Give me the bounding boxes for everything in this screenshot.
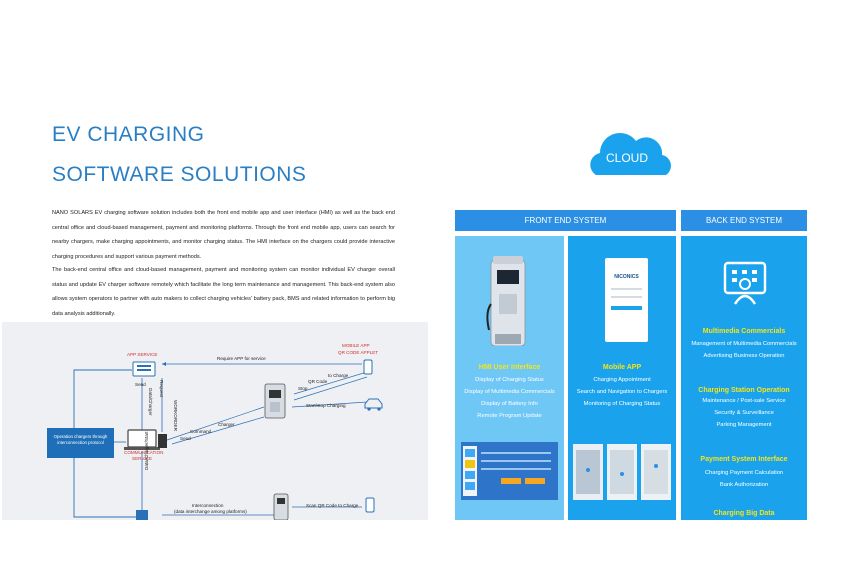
charger-label: Charger — [218, 422, 235, 427]
back-end-header: BACK END SYSTEM — [681, 210, 807, 231]
mobile-item-1: Charging Appointment — [593, 377, 651, 383]
backend-section-3-item-2: Bank Authorization — [719, 482, 769, 488]
backend-section-1-item-1: Management of Multimedia Commercials — [691, 341, 797, 347]
backend-section-2-item-1: Maintenance / Post-sale Service — [702, 398, 786, 404]
operation-box: Operation chargers through interconnecti… — [47, 428, 114, 458]
data-charger-start-label: Data/Charger/Start — [144, 431, 149, 470]
qr-code-label: QR Code — [308, 379, 328, 384]
hmi-item-2: Display of Multimedia Commercials — [464, 389, 555, 395]
command-label: Command — [190, 429, 212, 434]
backend-section-2-item-3: Parking Management — [716, 422, 772, 428]
backend-section-2-item-2: Security & Surveillance — [714, 410, 774, 416]
mobile-item-3: Monitoring of Charging Status — [583, 401, 661, 407]
hmi-item-4: Remote Program Update — [477, 413, 542, 419]
backend-section-1-title: Multimedia Commercials — [702, 328, 786, 335]
phone-brand-logo: NICONICS — [614, 274, 639, 280]
mobile-item-2: Search and Navigation to Chargers — [576, 389, 668, 395]
cloud-icon — [590, 133, 671, 175]
qr-applet-label: QR CODE APPLET — [338, 350, 379, 355]
backend-section-3-title: Payment System Interface — [700, 456, 788, 463]
require-app-label: Require APP for service — [217, 356, 266, 361]
hmi-title: HMI User Interface — [478, 364, 541, 371]
app-screens-image — [573, 444, 671, 500]
phone-screen-image: NICONICS — [605, 258, 648, 342]
interconnection-label: Interconnection — [192, 503, 224, 508]
send-label: Send — [135, 382, 146, 387]
hmi-column: HMI User Interface Display of Charging S… — [455, 236, 564, 520]
backend-paragraph: The back-end central office and cloud-ba… — [52, 267, 395, 317]
stop-label: Stop — [298, 386, 308, 391]
communication-label: COMMUNICATION — [124, 450, 164, 455]
system-diagram: APP SERVICE MOBILE APP QR CODE APPLET Re… — [2, 322, 428, 520]
charger-image — [486, 256, 526, 346]
data-charger-label: Data/Charger — [148, 388, 153, 416]
front-end-header: FRONT END SYSTEM — [455, 210, 676, 231]
backend-section-2-title: Charging Station Operation — [698, 387, 790, 394]
mobile-app-label: MOBILE APP — [342, 343, 370, 348]
intro-paragraph: NANO SOLARS EV charging software solutio… — [52, 210, 395, 260]
hmi-screen-image — [461, 442, 558, 500]
interchange-label: (data interchange among platforms) — [174, 509, 247, 514]
hmi-item-1: Display of Charging Status — [475, 377, 544, 383]
monitor-user-icon — [723, 261, 767, 305]
scan-qr-label: Scan QR Code to Charge — [306, 503, 359, 508]
app-service-label: APP SERVICE — [127, 352, 158, 357]
page-title-line1: EV CHARGING — [52, 123, 205, 146]
back-end-column: Multimedia Commercials Management of Mul… — [681, 236, 807, 520]
cloud-label: CLOUD — [605, 151, 648, 165]
page-title-line2: SOFTWARE SOLUTIONS — [52, 163, 307, 186]
start-stop-label: Start/stop Charging — [306, 403, 346, 408]
backend-section-3-item-1: Charging Payment Calculation — [704, 470, 784, 476]
send2-label: Send — [180, 436, 191, 441]
to-charge-label: to Charge — [328, 373, 349, 378]
backend-section-4-title: Charging Big Data — [713, 510, 775, 517]
request-label: Request — [159, 380, 164, 398]
workorder-label: WORKORDER — [173, 400, 178, 431]
backend-section-1-item-2: Advertising Business Operation — [703, 353, 785, 359]
service-label: SERVICE — [132, 456, 153, 461]
mobile-title: Mobile APP — [602, 364, 642, 371]
hmi-item-3: Display of Battery Info — [481, 401, 538, 407]
mobile-column: NICONICS Mobile APP Charging Appointment… — [568, 236, 676, 520]
